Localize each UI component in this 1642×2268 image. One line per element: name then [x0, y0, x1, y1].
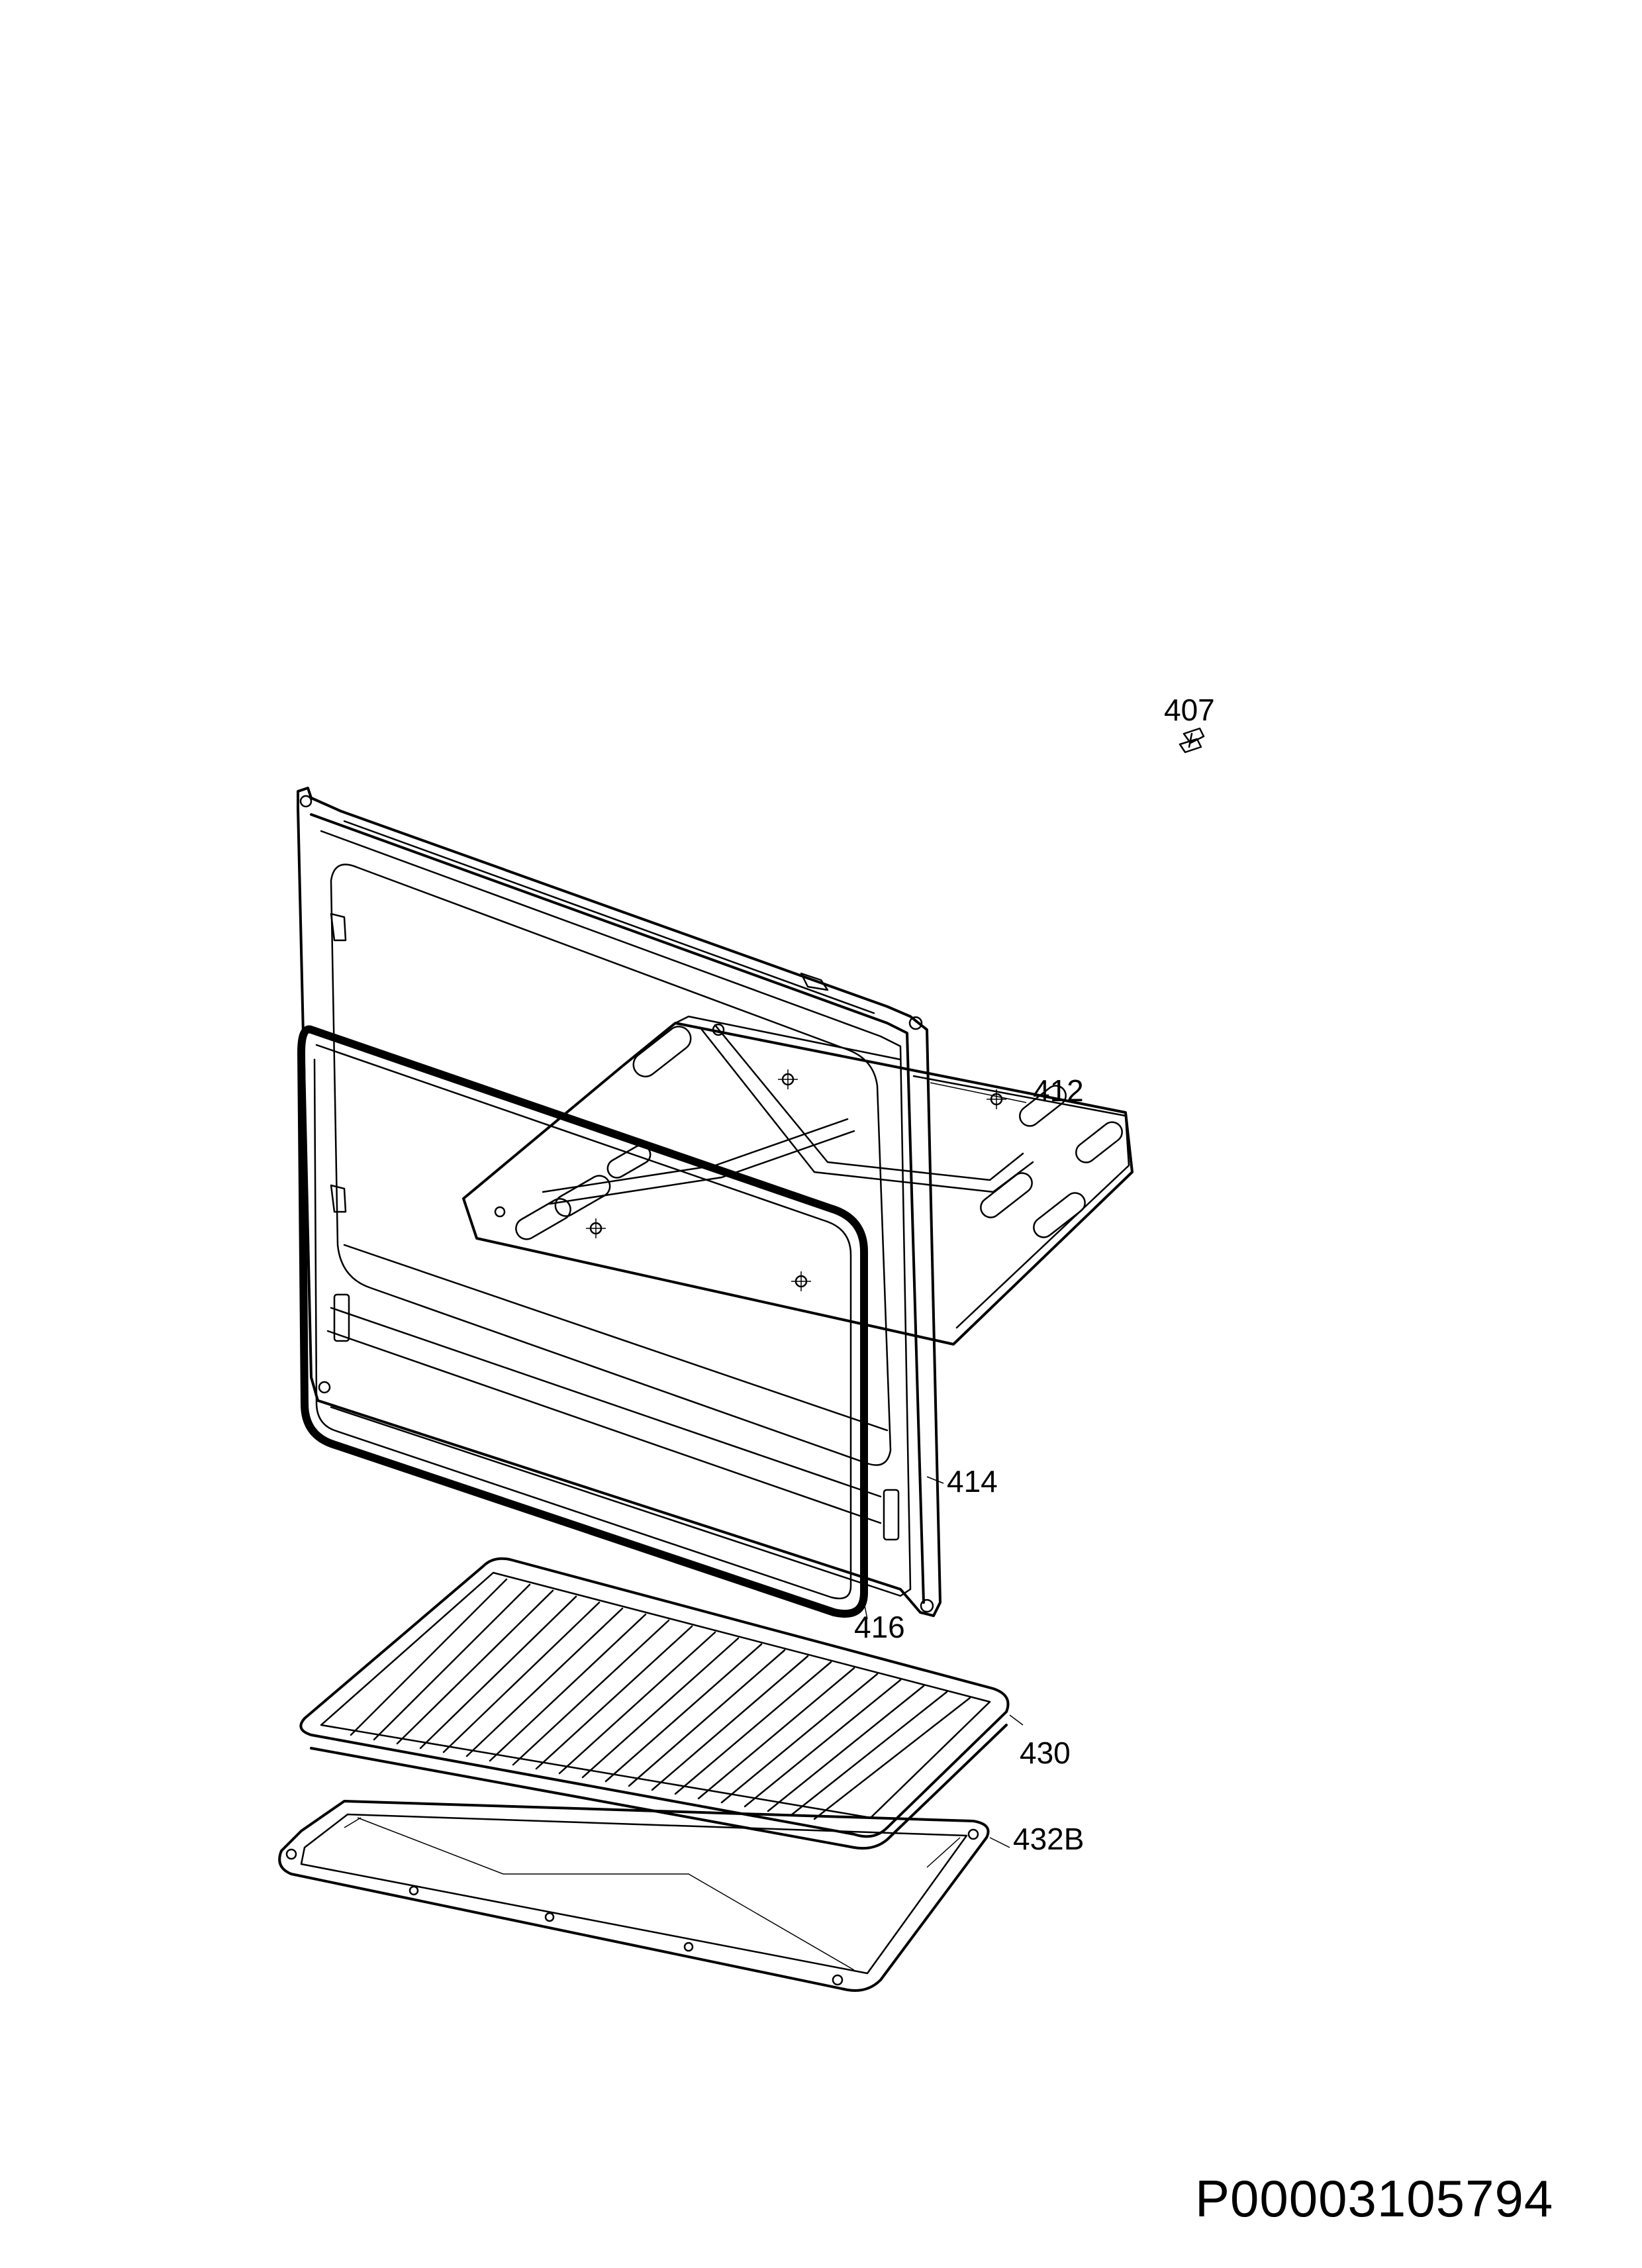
part-label-430: 430 — [1020, 1736, 1071, 1770]
drawing-code: P00003105794 — [1195, 2169, 1554, 2228]
part-414-door-frame — [297, 787, 944, 1617]
rack-wires — [350, 1578, 971, 1820]
part-label-412: 412 — [1033, 1073, 1084, 1108]
part-432b-baking-tray — [278, 1800, 1010, 1992]
part-416-door-gasket — [297, 1025, 868, 1620]
part-407-clip — [1179, 727, 1205, 754]
part-label-432b: 432B — [1013, 1822, 1085, 1856]
part-label-416: 416 — [854, 1610, 905, 1644]
part-412-rear-panel — [462, 1015, 1134, 1346]
part-label-407: 407 — [1164, 693, 1215, 727]
part-430-wire-rack — [299, 1557, 1024, 1850]
part-label-414: 414 — [947, 1464, 998, 1499]
